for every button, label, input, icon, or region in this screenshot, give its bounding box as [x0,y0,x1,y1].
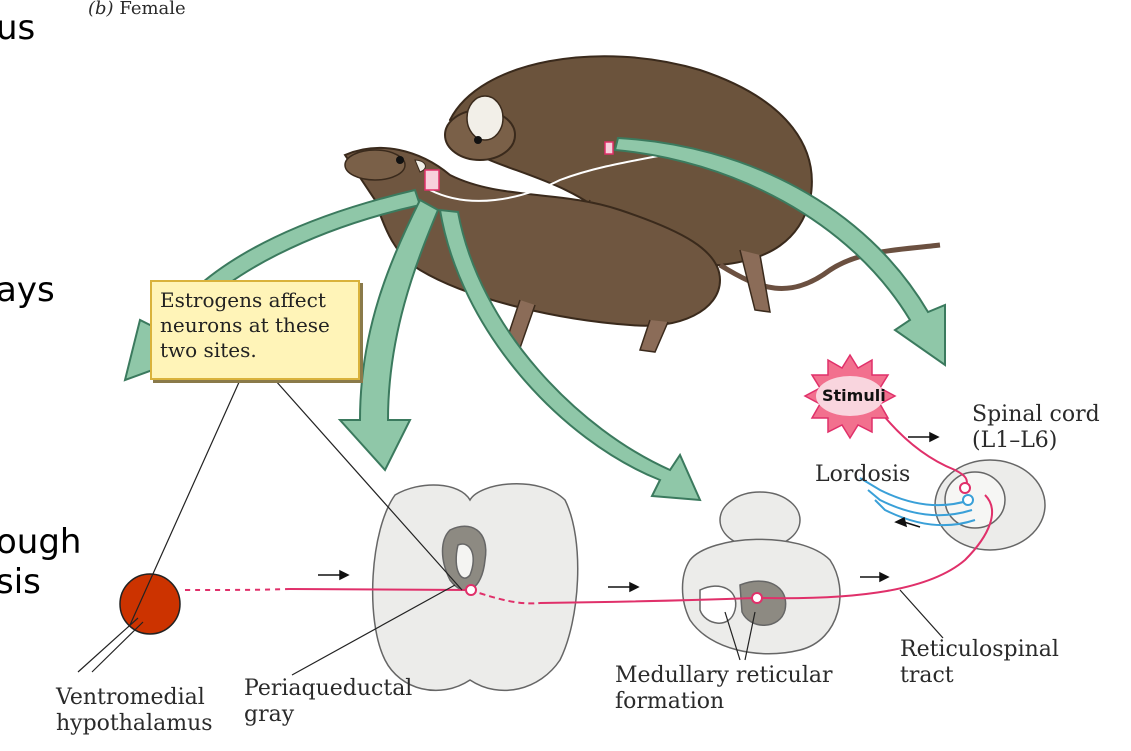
slide-fragment-4: sis [0,562,41,602]
lordosis-label: Lordosis [815,462,910,488]
reticulospinal-line-2: tract [900,663,1059,689]
panel-label: (b) Female [88,0,186,22]
ventromedial-line-1: Ventromedial [56,685,213,711]
periaqueductal-line-2: gray [244,702,412,728]
periaqueductal-line-1: Periaqueductal [244,676,412,702]
slide-fragment-1: us [0,8,35,48]
medullary-section [683,492,841,654]
medullary-label: Medullary reticular formation [615,663,833,715]
ventromedial-line-2: hypothalamus [56,711,213,737]
stimuli-label: Stimuli [822,386,886,405]
callout-line-3: two sites. [160,338,350,363]
panel-title: Female [119,0,185,19]
slide-fragment-2: ays [0,270,55,310]
reticulospinal-line-1: Reticulospinal [900,637,1059,663]
slide-fragment-3: ough [0,522,81,562]
periaqueductal-label: Periaqueductal gray [244,676,412,728]
spinal-cord-line-2: (L1–L6) [972,428,1100,454]
panel-letter: (b) [88,0,114,19]
reticulospinal-label: Reticulospinal tract [900,637,1059,689]
hypothalamus-dot [120,574,180,634]
spinal-cord-line-1: Spinal cord [972,402,1100,428]
spinal-cord-label: Spinal cord (L1–L6) [972,402,1100,454]
callout-line-2: neurons at these [160,313,350,338]
medullary-line-1: Medullary reticular [615,663,833,689]
callout-line-1: Estrogens affect [160,288,350,313]
medullary-line-2: formation [615,689,833,715]
estrogen-callout: Estrogens affect neurons at these two si… [150,280,360,380]
ventromedial-label: Ventromedial hypothalamus [56,685,213,737]
